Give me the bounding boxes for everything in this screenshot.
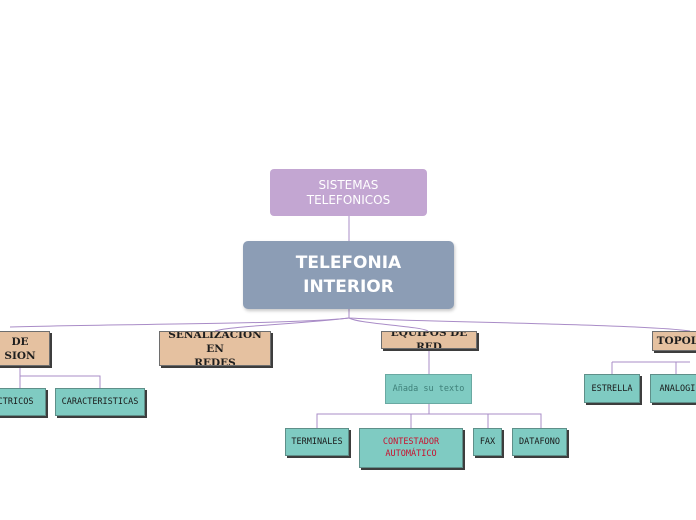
subtopic-placeholder[interactable]: Añada su texto [385, 374, 472, 404]
topic-sistemas-telefonicos[interactable]: SISTEMAS TELEFONICOS [270, 169, 427, 216]
connector-central-transmision [9, 309, 350, 328]
subtopic-analogica[interactable]: ANALOGIC [650, 374, 696, 403]
connector-central-topologia [348, 309, 691, 332]
connector-placeholder-children [316, 404, 542, 428]
connector-central-senalizacion [214, 309, 350, 332]
subtopic-fax[interactable]: FAX [473, 428, 502, 456]
subtopic-caracteristicas[interactable]: CARACTERISTICAS [55, 388, 145, 416]
topic-senalizacion-en-redes[interactable]: SEÑALIZACION EN REDES [159, 331, 271, 366]
subtopic-estrella[interactable]: ESTRELLA [584, 374, 640, 403]
topic-transmision[interactable]: DE SION [0, 331, 50, 366]
subtopic-electricos[interactable]: ECTRICOS [0, 388, 46, 416]
central-topic-telefonia-interior[interactable]: TELEFONIA INTERIOR [243, 241, 454, 309]
topic-topologia[interactable]: TOPOLO [652, 331, 696, 351]
subtopic-terminales[interactable]: TERMINALES [285, 428, 349, 456]
topic-equipos-de-red[interactable]: EQUIPOS DE RED [381, 331, 477, 349]
subtopic-contestador-automatico[interactable]: CONTESTADOR AUTOMÁTICO [359, 428, 463, 468]
connector-transmision-children [19, 366, 101, 388]
connector-topologia-children [611, 361, 690, 374]
subtopic-datafono[interactable]: DATAFONO [512, 428, 567, 456]
